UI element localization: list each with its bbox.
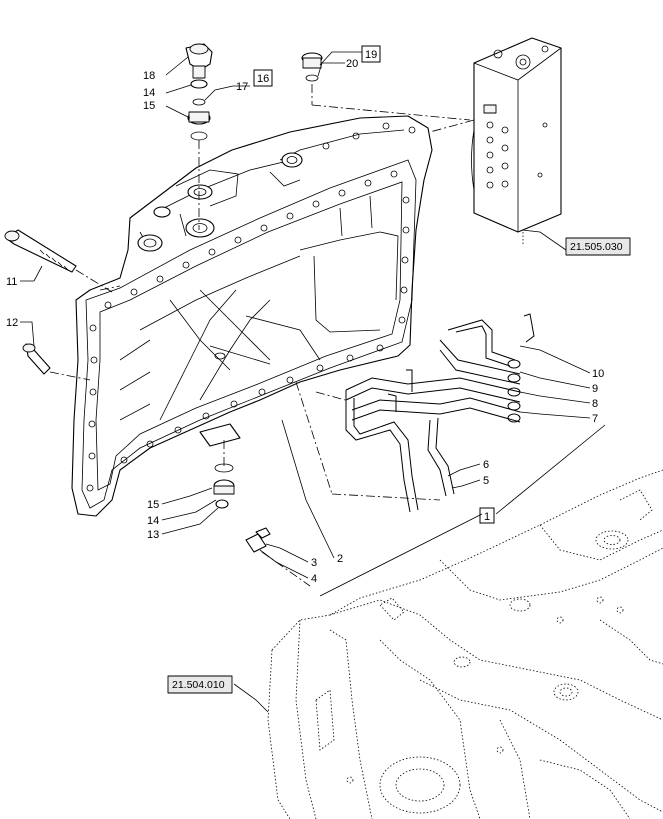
callout-box-1 [479,507,495,524]
flange-bolt-holes [86,122,416,492]
callout-1: 1 [484,511,490,523]
callout-7: 7 [592,413,598,425]
pipe-assembly [345,313,535,513]
lower-fittings [213,440,311,587]
valve-block [471,37,562,245]
callout-16: 16 [257,73,269,85]
ref-transmission-housing: 21.504.010 [172,679,225,691]
ref-box-housing [167,675,233,694]
callout-19: 19 [365,49,377,61]
callout-4: 4 [311,573,317,585]
callout-15-top: 15 [143,100,155,112]
callout-15-bottom: 15 [147,499,159,511]
ref-valve-block: 21.505.030 [570,241,623,253]
callout-10: 10 [592,368,604,380]
callout-6: 6 [483,459,489,471]
callout-box-19 [361,45,381,63]
ghosted-rear-housing [267,469,663,819]
callout-box-16 [253,69,273,87]
callout-2: 2 [337,553,343,565]
callout-20: 20 [346,58,358,70]
top-fittings [185,43,471,230]
callout-11: 11 [6,276,17,288]
callout-3: 3 [311,557,317,569]
callout-17: 17 [236,81,248,93]
transmission-housing [71,115,433,517]
callout-8: 8 [592,398,598,410]
leader-lines [20,51,606,713]
callout-13: 13 [147,529,159,541]
callout-14-top: 14 [143,87,155,99]
callout-12: 12 [6,317,18,329]
ref-box-valve-block [565,237,631,256]
assembly-centerlines [99,119,475,501]
callout-18: 18 [143,70,155,82]
callout-9: 9 [592,383,598,395]
callout-5: 5 [483,475,489,487]
bolts [4,229,113,381]
callout-14-bottom: 14 [147,515,159,527]
